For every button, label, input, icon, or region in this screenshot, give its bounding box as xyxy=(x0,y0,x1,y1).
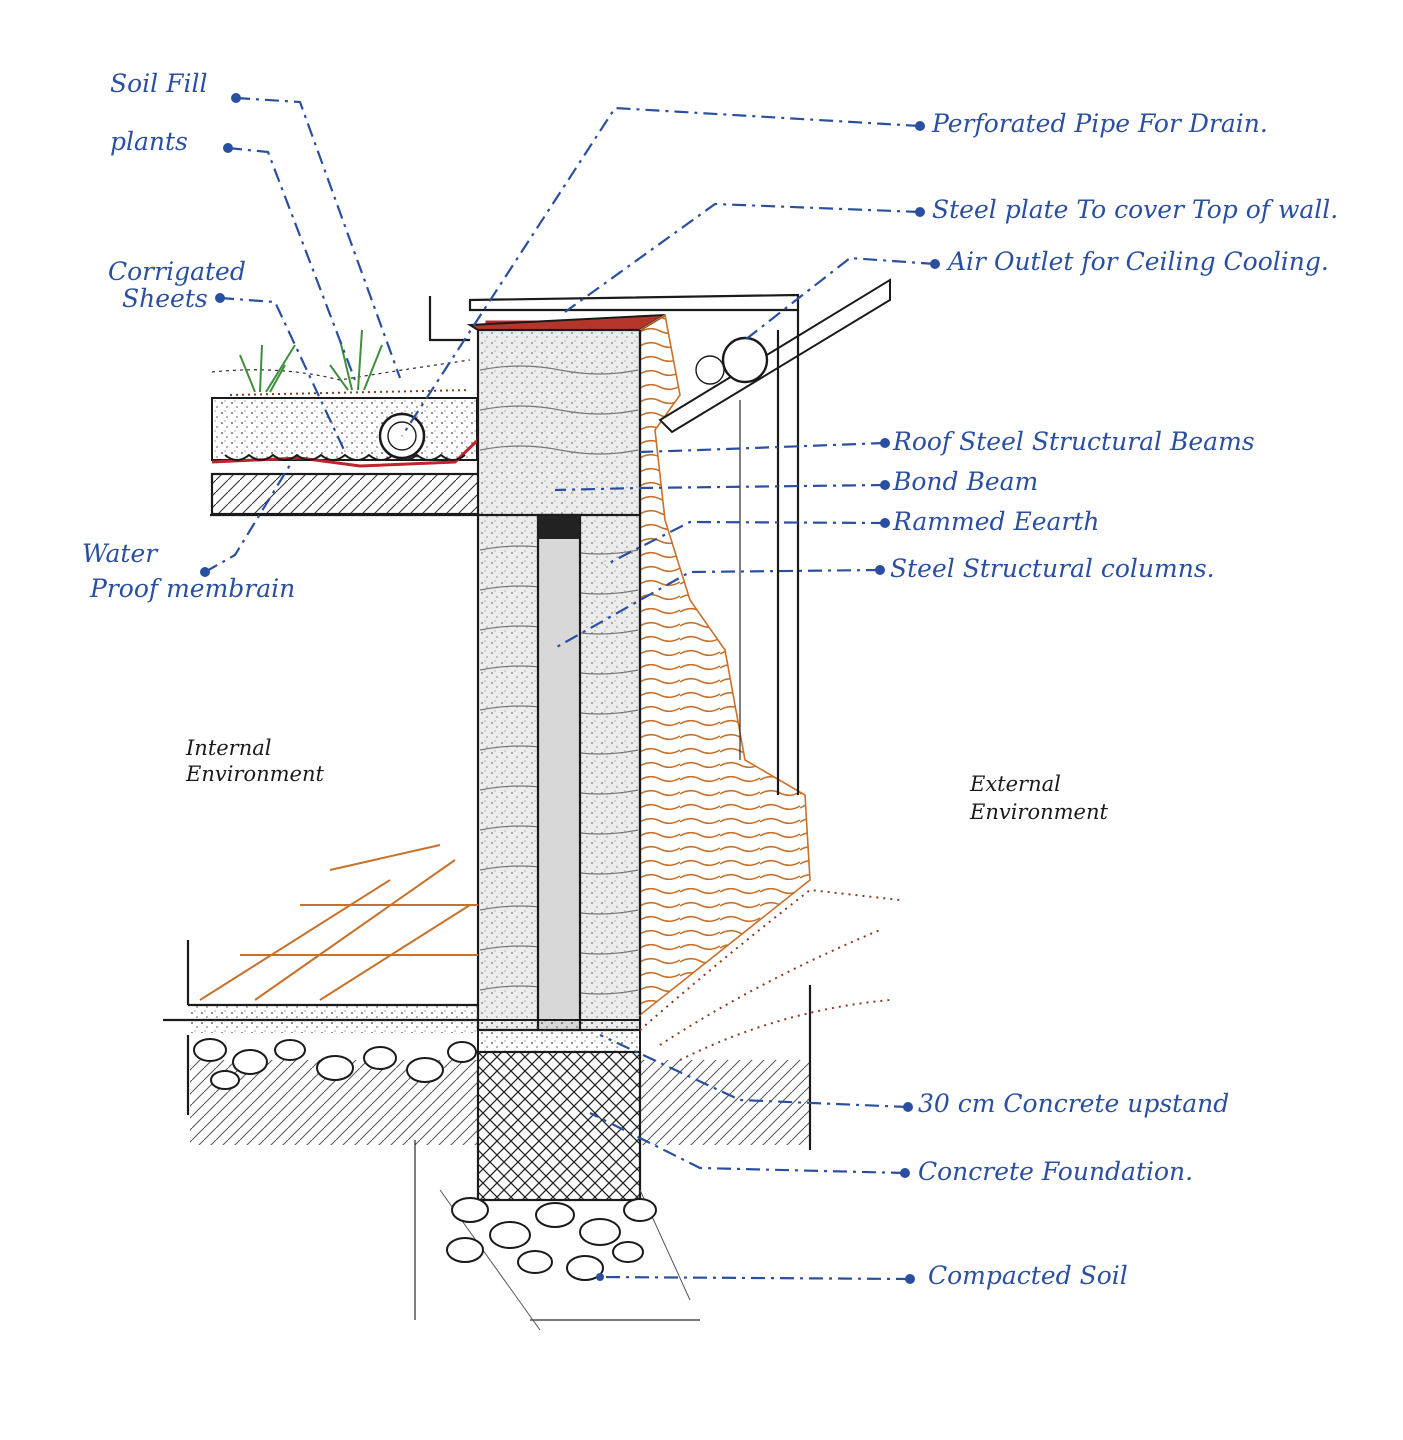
label-corrigated-line2: Sheets xyxy=(122,284,208,313)
label-steel-columns: Steel Structural columns. xyxy=(890,554,1215,583)
label-water-line1: Water xyxy=(82,539,158,568)
label-plants: plants xyxy=(110,127,188,156)
label-corrigated-line1: Corrigated xyxy=(108,257,246,286)
label-water-line2: Proof membrain xyxy=(90,574,296,603)
label-compacted-soil: Compacted Soil xyxy=(928,1261,1128,1290)
label-air-outlet: Air Outlet for Ceiling Cooling. xyxy=(948,247,1329,276)
plants-sketch xyxy=(239,329,383,393)
label-steel-plate: Steel plate To cover Top of wall. xyxy=(932,195,1339,224)
rammed-earth-face xyxy=(638,313,811,1017)
foundation xyxy=(476,1019,642,1202)
roof-steel-beam xyxy=(658,278,891,795)
internal-floor xyxy=(163,844,478,1033)
external-environment-line1: External xyxy=(970,772,1061,796)
internal-environment-line1: Internal xyxy=(186,736,272,760)
label-soil-fill: Soil Fill xyxy=(110,69,208,98)
label-concrete-upstand: 30 cm Concrete upstand xyxy=(918,1089,1230,1118)
internal-environment-line2: Environment xyxy=(186,762,324,786)
label-perforated-pipe: Perforated Pipe For Drain. xyxy=(932,109,1268,138)
label-roof-beams: Roof Steel Structural Beams xyxy=(893,427,1255,456)
label-concrete-foundation: Concrete Foundation. xyxy=(918,1157,1194,1186)
rammed-earth-wall xyxy=(476,328,642,1032)
label-bond-beam: Bond Beam xyxy=(893,467,1039,496)
leader-lines xyxy=(200,93,940,1284)
external-environment-line2: Environment xyxy=(970,800,1108,824)
label-rammed-earth: Rammed Eearth xyxy=(893,507,1100,536)
ground-soil xyxy=(186,888,901,1331)
